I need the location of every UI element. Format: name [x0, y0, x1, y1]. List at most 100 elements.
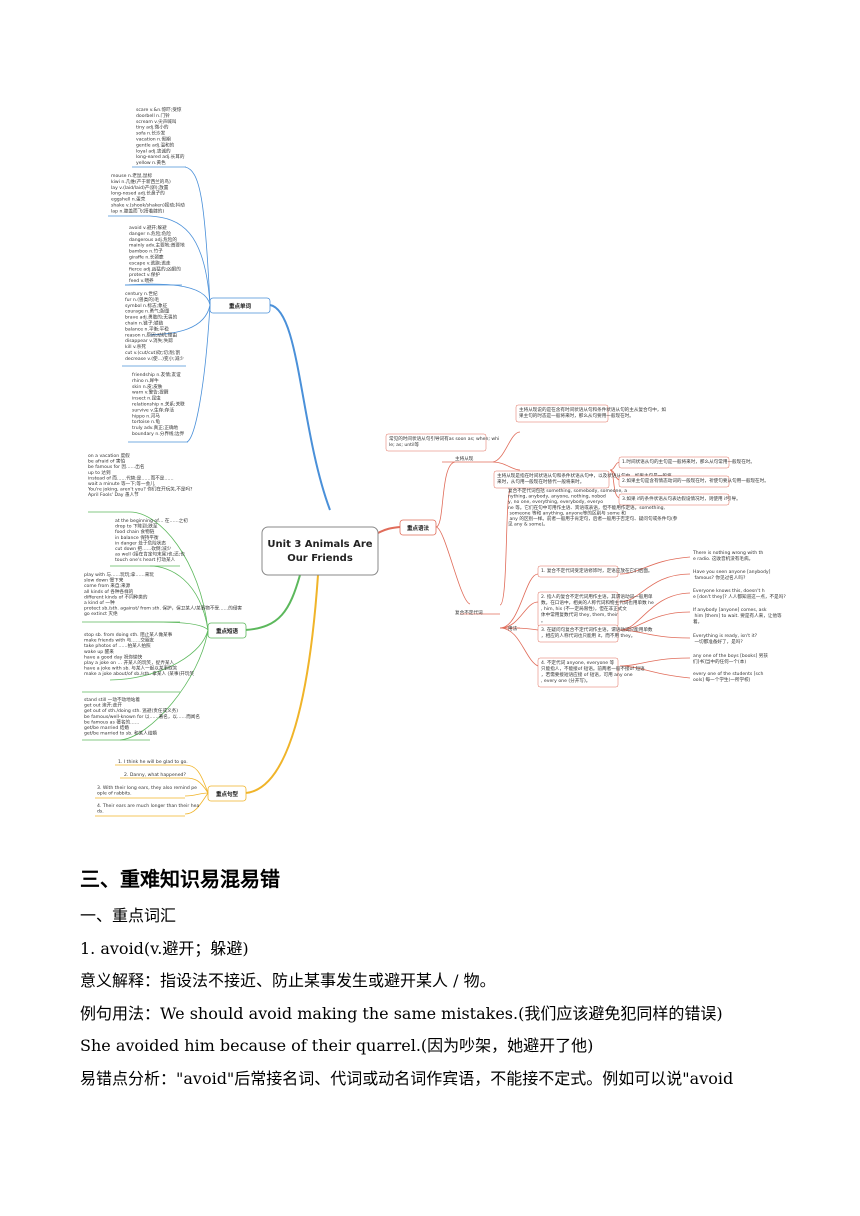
- phrases-group-2-line: food chain 食物链: [115, 528, 155, 535]
- phrases-group-3-line: come from 来自;来源: [84, 582, 131, 589]
- grammar-example-3b-line: him [them] to wait. 要是有人来，让他等: [693, 612, 782, 619]
- grammar-sub2: 复合不定代词: [455, 609, 483, 616]
- words-group-2-line: mouse n.老鼠,鼠标: [111, 172, 152, 179]
- grammar-usage-4-line: 只能指人，不能接of 短语。前两者一般不接of 短语: [541, 665, 645, 672]
- root-label-line2: Our Friends: [287, 553, 353, 564]
- grammar-example-4b-line: ools] 每一个学生(一所学校): [693, 676, 751, 683]
- words-group-4-line: courage n.勇气;胆量: [125, 308, 170, 315]
- grammar-example-3a-line: Everyone knows this, doesn't h: [693, 588, 765, 594]
- branch-phrases-label: 重点短语: [216, 627, 239, 635]
- phrases-group-1-line: be afraid of 害怕: [88, 458, 125, 465]
- words-group-5-line: skin n.皮;皮肤: [132, 383, 163, 390]
- grammar-example-1-line: There is nothing wrong with th: [692, 550, 763, 556]
- phrases-group-1-line: instead of 而……代替;是……而不是……: [88, 474, 174, 481]
- words-group-5-line: warn v.警告;提醒: [132, 389, 169, 396]
- meaning-text: 意义解释：指设法不接近、防止某事发生或避开某人 / 物。: [80, 971, 496, 990]
- words-group-1-line: long-eared adj.长耳的: [136, 153, 185, 160]
- phrases-group-3-line: slow down 慢下来: [84, 577, 124, 584]
- words-group-3-line: protect v.保护: [129, 271, 160, 278]
- item-title: 1. avoid(v.避开；躲避): [80, 938, 249, 958]
- words-group-2-line: eggshell n.蛋壳: [111, 196, 146, 203]
- words-group-4-line: cut v.(cut/cut)砍;切;削;割: [125, 349, 181, 356]
- grammar-conj-box: [385, 433, 487, 452]
- grammar-right-2: 2.如果主句是含有情态动词的一般现在时，祈使句要从句用一般现在时。: [622, 477, 769, 484]
- section-title: 三、重难知识易混易错: [80, 867, 280, 891]
- grammar-rule-main-box: [493, 470, 610, 489]
- grammar-note-top-line: 主将从现说的是在含有时间状语从句和条件状语从句的主从复合句中，如: [519, 406, 666, 413]
- grammar-usage-3-box: [537, 624, 619, 643]
- phrases-group-4-line: have a good day 祝你愉快: [84, 653, 143, 660]
- words-group-4-line: disappear v.消失;失踪: [125, 337, 173, 344]
- phrases-group-1-line: You're joking, aren't you? 你们在开玩笑,不是吗?: [87, 486, 193, 493]
- grammar-usage-3-line: 3. 在疑问句复合不定代词作主语，谓语动词只能用单数: [541, 626, 653, 633]
- sentence-4-line: 4. Their ears are much longer than their…: [97, 803, 199, 809]
- grammar-example-3c-line: 一切都准备好了，是吗?: [693, 638, 743, 645]
- words-group-4-line: kill v.杀死: [125, 343, 146, 350]
- grammar-right-1-box: [618, 456, 730, 469]
- grammar-usage-3: 3. 在疑问句复合不定代词作主语，谓语动词只能用单数，相应的人称代词也只能用 i…: [541, 626, 653, 639]
- grammar-example-3b: If anybody [anyone] comes, ask him [them…: [693, 607, 782, 625]
- phrases-group-3-line: a kind of 一种: [84, 599, 115, 606]
- phrases-group-3-line: play with 与……玩玩;拿……来玩: [84, 571, 154, 578]
- branch-sentences-label: 重点句型: [216, 790, 239, 798]
- grammar-example-2-line: famous? 你见过名人吗?: [693, 574, 746, 581]
- grammar-usage: 用法: [508, 625, 518, 632]
- words-group-1-line: vacation n.假期: [136, 136, 171, 143]
- grammar-usage-2-line: , him, his (不一定局限性)，但在非正式文: [541, 605, 627, 612]
- grammar-note-top: 主将从现说的是在含有时间状语从句和条件状语从句的主从复合句中，如果主句的时态是一…: [519, 406, 666, 419]
- words-group-1-line: scream v.尖声喊叫: [136, 118, 177, 125]
- words-group-3-line: danger n.危险;危险: [129, 230, 171, 237]
- grammar-usage-1-line: 1. 复合不定代词受定语修饰时，定语应放在它们后面。: [541, 567, 653, 574]
- words-group-3-line: bamboo n.竹子: [129, 248, 163, 255]
- grammar-pron-desc: 复合不定代词包括 something, somebody, someone, a…: [508, 487, 678, 528]
- sentence-3-line: 3. With their long ears, they also remin…: [97, 785, 197, 791]
- words-group-4-line: symbol n.标志;象征: [125, 302, 168, 309]
- phrases-group-4-line: take photos of ……拍某人拍照: [84, 642, 151, 649]
- root-label-line1: Unit 3 Animals Are: [267, 539, 372, 550]
- grammar-right-3-box: [618, 493, 730, 506]
- phrases-group-4-line: make friends with 与……交朋友: [84, 637, 155, 644]
- example-sentence-2: She avoided him because of their quarrel…: [80, 1036, 594, 1055]
- grammar-rule-main-line: 来时，从句用一般现在时替代一般将来时。: [497, 478, 584, 485]
- grammar-usage-1-box: [537, 565, 619, 578]
- phrases-group-5-line: be famous/well-known for 以……著名，以……而闻名: [84, 713, 200, 720]
- phrases-group-4-line: make a joke about/of sb./sth. 拿某人 (某事)开玩…: [84, 670, 194, 677]
- sentence-4-line: ds.: [97, 809, 104, 815]
- grammar-conj-line: le; as; until等: [389, 441, 420, 448]
- phrases-group-2-line: cut down 把……砍倒;减少: [115, 545, 172, 552]
- words-group-3-line: feed v.喂养: [129, 277, 154, 284]
- sentence-2: 2. Danny, what happened?: [124, 772, 186, 778]
- grammar-example-3c-line: Everything is ready, isn't it?: [693, 633, 758, 639]
- phrases-group-4-line: play a joke on … 开某人的玩笑，捉弄某人: [84, 659, 175, 666]
- svg-text:Our Friends: Our Friends: [287, 553, 353, 564]
- words-group-2-line: lay v.(laid/laid)产(卵);放置: [111, 184, 169, 191]
- grammar-usage-2-line: 体中常用复数代词 they, them, their: [541, 611, 618, 618]
- sentence-1-line: 1. I think he will be glad to go.: [118, 759, 188, 765]
- grammar-example-3b-line: If anybody [anyone] comes, ask: [693, 607, 767, 613]
- words-group-4-line: chain n.链子;锁链: [125, 320, 164, 327]
- words-group-5-line: rhino n.犀牛: [132, 377, 159, 384]
- words-group-5-line: truly adv.真正;正确地: [132, 424, 179, 431]
- phrases-group-3-line: go extinct 灭绝: [84, 610, 118, 617]
- phrases-group-2-line: drop to 下降到;跌至: [115, 523, 158, 530]
- grammar-usage-2-line: 2. 指人的复合不定代词用作主语，其谓语动词一般用单: [541, 593, 653, 600]
- words-group-5-line: hippo n.河马: [132, 412, 160, 419]
- phrases-group-2-line: touch one's heart 打动某人: [115, 556, 176, 563]
- words-group-1-line: sofa n.长沙发: [136, 130, 166, 137]
- grammar-pron-desc-line: ne 等。它们在句中可用作主语、宾语或表语，但不能用作定语。something,: [508, 504, 666, 511]
- analysis-text: 易错点分析："avoid"后常接名词、代词或动名词作宾语，不能接不定式。例如可以…: [80, 1068, 734, 1088]
- mind-map: Unit 3 Animals Are Our Friends 重点单词 重点语法…: [82, 106, 786, 817]
- words-group-5-line: boundary n.分界线;边界: [132, 430, 185, 437]
- phrases-group-4-line: have a joke with sb. 与某人一起以某事取笑: [84, 665, 178, 672]
- words-group-5-line: insect n.昆虫: [132, 395, 161, 402]
- words-group-1-line: loyal adj.忠诚的: [136, 147, 171, 154]
- words-group-5-line: relationship n.关系;关联: [132, 401, 185, 408]
- grammar-usage-2: 2. 指人的复合不定代词用作主语，其谓语动词一般用单数。在口语中，相关的人称代词…: [541, 593, 654, 624]
- grammar-usage-1: 1. 复合不定代词受定语修饰时，定语应放在它们后面。: [541, 567, 653, 574]
- grammar-example-2: Have you seen anyone [anybody] famous? 你…: [693, 569, 771, 581]
